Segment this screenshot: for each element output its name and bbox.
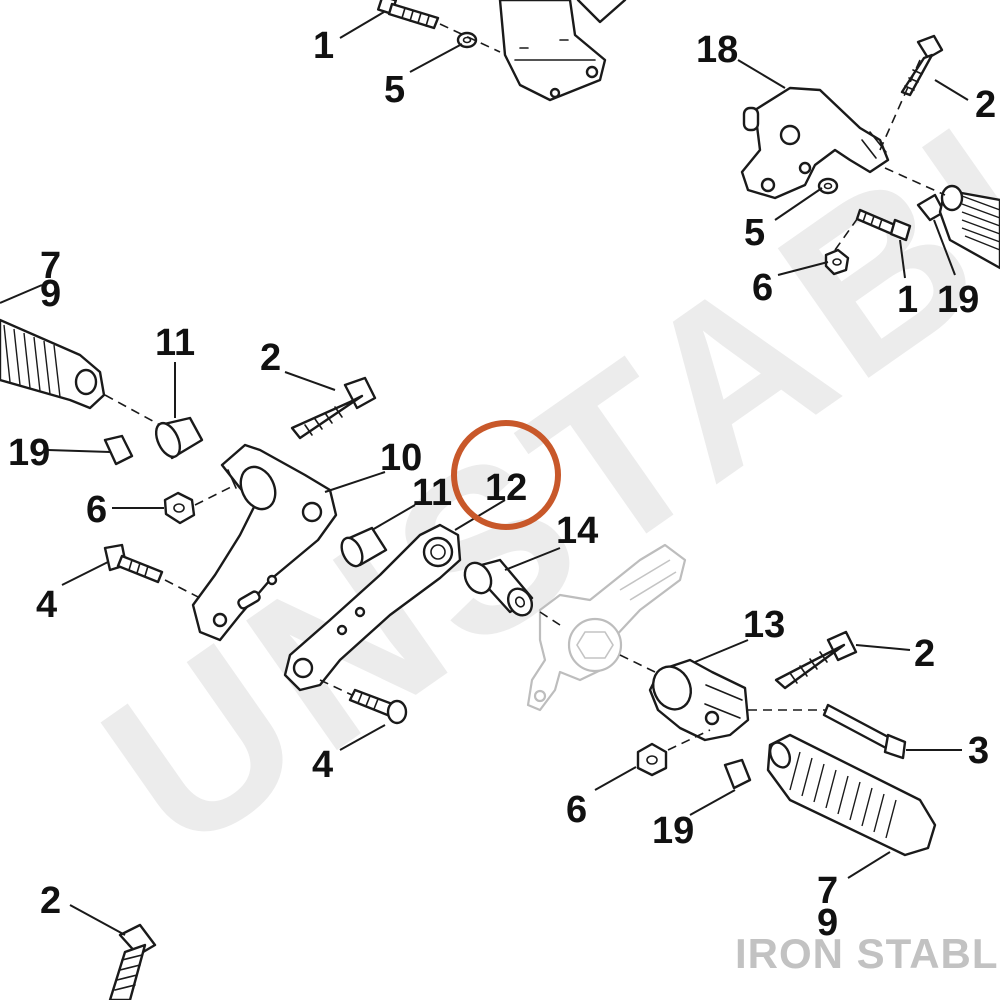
bracket-18 [740, 86, 890, 200]
highlight-ring [451, 420, 561, 530]
callout-6-bottom: 6 [566, 789, 587, 831]
callout-14: 14 [556, 510, 598, 552]
bolt-1-top [376, 0, 440, 30]
callout-19-left: 19 [8, 432, 50, 474]
callout-1-top: 1 [313, 25, 334, 67]
callout-19-top-right: 19 [937, 279, 979, 321]
callout-1-right: 1 [897, 279, 918, 321]
callouts: 1 5 18 2 5 6 1 19 7 9 11 2 10 11 12 14 1… [8, 25, 996, 944]
bolt-2-right [774, 630, 858, 690]
callout-11-center: 11 [412, 472, 452, 514]
callout-5-right: 5 [744, 212, 765, 254]
nut-6-bottom [636, 742, 668, 777]
spacer-11-center [340, 526, 388, 568]
washer-5-right [817, 177, 839, 195]
callout-19-bottom: 19 [652, 810, 694, 852]
clevis-13 [648, 658, 750, 742]
bolt-4-left [103, 543, 164, 584]
spacer-11-left [154, 416, 204, 460]
callout-7-left: 7 [40, 245, 61, 287]
callout-5-top: 5 [384, 69, 405, 111]
callout-13: 13 [743, 604, 785, 646]
reference-arm-ghost [526, 543, 687, 712]
callout-2-right: 2 [914, 633, 935, 675]
callout-2-left: 2 [260, 337, 281, 379]
lever-10 [191, 443, 338, 642]
bushing-14 [463, 558, 534, 617]
top-mount-bracket [498, 0, 627, 102]
footpeg-7-right-bottom [766, 733, 937, 857]
leader-lines [0, 11, 969, 936]
bolt-3 [822, 703, 907, 760]
clip-19-bottom [723, 758, 752, 790]
callout-6-right: 6 [752, 267, 773, 309]
lever-12 [283, 523, 462, 692]
footpeg-7-right-top [938, 184, 1000, 270]
callout-4-left: 4 [36, 584, 57, 626]
callout-6-left: 6 [86, 489, 107, 531]
callout-2-bottom-left: 2 [40, 880, 61, 922]
callout-4-center: 4 [312, 744, 333, 786]
callout-2-top-right: 2 [975, 84, 996, 126]
callout-7-bottom: 7 [817, 870, 838, 912]
bolt-2-top-right [900, 34, 944, 97]
callout-3: 3 [968, 730, 989, 772]
bolt-4-center [348, 688, 408, 725]
callout-12: 12 [485, 467, 527, 509]
washer-5-top [456, 31, 478, 49]
bolt-2-bottom-left [108, 923, 157, 1000]
bolt-1-right [855, 208, 912, 242]
callout-18: 18 [696, 29, 738, 71]
footpeg-7-left [0, 318, 106, 410]
clip-19-left [103, 434, 134, 466]
callout-10: 10 [380, 437, 422, 479]
nut-6-left [163, 491, 196, 525]
callout-9-bottom: 9 [817, 902, 838, 944]
callout-9-left: 9 [40, 273, 61, 315]
brand-label: IRON STABLE [735, 930, 1000, 977]
nut-6-right [824, 248, 850, 276]
callout-11-left: 11 [155, 322, 195, 364]
bolt-2-left [290, 376, 377, 440]
